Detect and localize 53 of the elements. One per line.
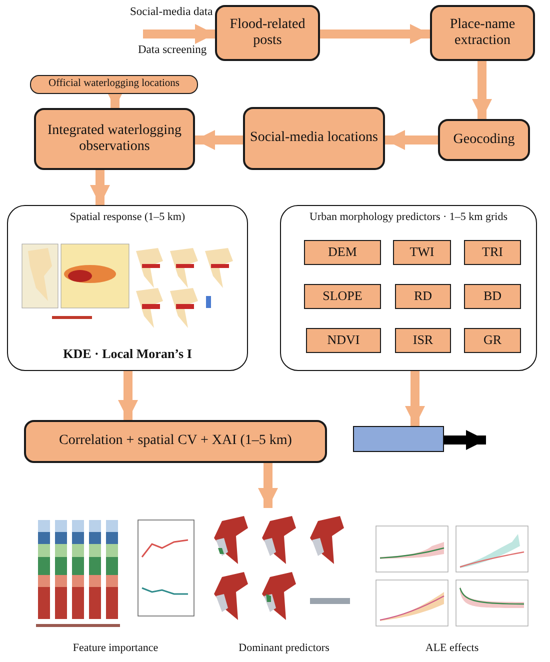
arrow — [405, 371, 425, 426]
panel — [7, 205, 248, 371]
box-label: Integrated waterlogging observations — [46, 122, 183, 156]
box-label: DEM — [327, 245, 358, 260]
box-label: ISR — [412, 333, 434, 348]
panel-title: Spatial response (1–5 km) — [68, 211, 186, 224]
arrow — [143, 24, 215, 44]
predictor-box — [395, 328, 451, 353]
source-box — [30, 75, 198, 94]
process-box — [215, 5, 320, 61]
process-box — [34, 108, 195, 170]
box-label: Flood-related posts — [228, 16, 306, 50]
arrow — [90, 170, 110, 205]
box-label: GR — [482, 333, 503, 348]
predictor-box — [304, 284, 381, 309]
box-label: TWI — [408, 245, 436, 260]
predictor-box — [464, 328, 521, 353]
process-box — [430, 5, 535, 61]
picture-label: Feature importance — [72, 642, 160, 654]
arrow — [444, 430, 486, 450]
picture-label: ALE effects — [424, 642, 480, 654]
box-label: RD — [412, 289, 434, 304]
predictor-box — [395, 284, 451, 309]
predictor-box — [393, 240, 451, 265]
arrow — [258, 463, 278, 508]
picture-label: Dominant predictors — [238, 642, 330, 654]
arrow — [320, 24, 430, 44]
panel — [280, 205, 537, 371]
box-label: BD — [482, 289, 503, 304]
process-box — [243, 107, 385, 170]
box-label: Geocoding — [452, 132, 516, 148]
box-label: NDVI — [326, 333, 361, 348]
model-box — [353, 426, 444, 452]
method-label: KDE · Local Moran’s I — [62, 347, 193, 362]
edge-label: Social-media data — [130, 6, 213, 18]
box-label: SLOPE — [322, 289, 364, 304]
box-label: Place-name extraction — [448, 16, 516, 50]
panel-title: Urban morphology predictors · 1–5 km grids — [308, 211, 508, 224]
process-box — [24, 420, 327, 463]
box-label: Official waterlogging locations — [47, 78, 181, 91]
box-label: Social-media locations — [249, 130, 379, 147]
box-label: Correlation + spatial CV + XAI (1–5 km) — [58, 433, 293, 450]
arrow — [195, 130, 243, 150]
process-box — [438, 119, 530, 161]
predictor-box — [464, 284, 521, 309]
box-label: TRI — [481, 245, 504, 260]
predictor-box — [464, 240, 521, 265]
arrow — [118, 371, 138, 420]
annotation-text: Data screening — [138, 44, 207, 56]
predictor-box — [304, 240, 381, 265]
arrow — [385, 130, 438, 150]
arrow — [472, 61, 492, 119]
predictor-box — [306, 328, 381, 353]
